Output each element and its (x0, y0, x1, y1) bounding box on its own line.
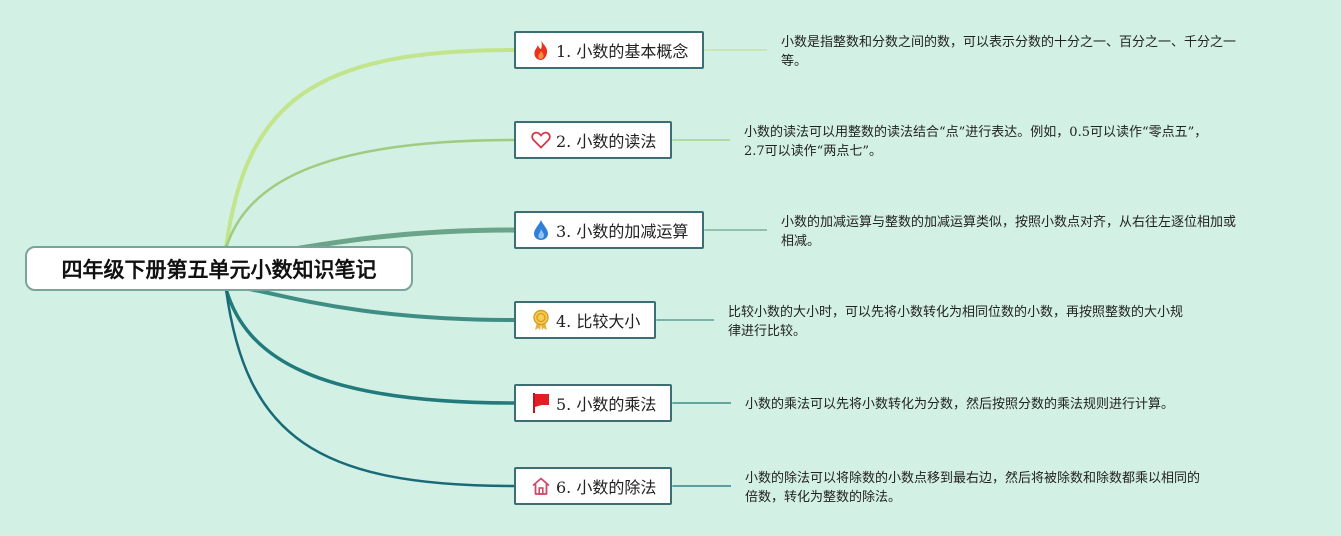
topic-label: 6. 小数的除法 (556, 478, 657, 497)
topic-label: 4. 比较大小 (556, 312, 641, 331)
branch-curve (224, 287, 516, 405)
note-line: 比较小数的大小时，可以先将小数转化为相同位数的小数，再按照整数的大小规 (728, 305, 1184, 320)
topic-compare[interactable]: 4. 比较大小 (514, 301, 657, 339)
note-add-subtract: 小数的加减运算与整数的加减运算类似，按照小数点对齐，从右往左逐位相加或 相减。 (781, 213, 1281, 251)
topic-label: 5. 小数的乘法 (556, 395, 657, 414)
note-line: 小数是指整数和分数之间的数，可以表示分数的十分之一、百分之一、千分之一 (781, 35, 1237, 50)
medal-icon (530, 309, 552, 331)
note-line: 小数的加减运算与整数的加减运算类似，按照小数点对齐，从右往左逐位相加或 (781, 215, 1237, 230)
branch-curve (224, 287, 516, 488)
water-drop-icon (530, 219, 552, 241)
topic-add-subtract[interactable]: 3. 小数的加减运算 (514, 211, 705, 249)
note-line: 等。 (781, 54, 808, 69)
note-line: 小数的除法可以将除数的小数点移到最右边，然后将被除数和除数都乘以相同的 (745, 471, 1201, 486)
topic-multiplication[interactable]: 5. 小数的乘法 (514, 384, 673, 422)
topic-division[interactable]: 6. 小数的除法 (514, 467, 673, 505)
note-line: 律进行比较。 (728, 324, 807, 339)
topic-label: 1. 小数的基本概念 (556, 42, 689, 61)
note-line: 小数的乘法可以先将小数转化为分数，然后按照分数的乘法规则进行计算。 (745, 397, 1175, 412)
red-flag-icon (530, 392, 552, 414)
heart-icon (530, 129, 552, 151)
topic-label: 2. 小数的读法 (556, 132, 657, 151)
branch-curve (224, 138, 516, 250)
root-topic[interactable]: 四年级下册第五单元小数知识笔记 (25, 246, 413, 291)
note-line: 倍数，转化为整数的除法。 (745, 490, 902, 505)
topic-label: 3. 小数的加减运算 (556, 222, 689, 241)
note-reading: 小数的读法可以用整数的读法结合“点”进行表达。例如，0.5可以读作“零点五”， … (744, 123, 1244, 161)
note-division: 小数的除法可以将除数的小数点移到最右边，然后将被除数和除数都乘以相同的 倍数，转… (745, 469, 1245, 507)
note-compare: 比较小数的大小时，可以先将小数转化为相同位数的小数，再按照整数的大小规 律进行比… (728, 303, 1228, 341)
home-icon (530, 475, 552, 497)
note-line: 2.7可以读作“两点七”。 (744, 144, 882, 159)
topic-basic-concept[interactable]: 1. 小数的基本概念 (514, 31, 705, 69)
fire-icon (530, 39, 552, 61)
branch-curve (224, 48, 516, 250)
note-multiplication: 小数的乘法可以先将小数转化为分数，然后按照分数的乘法规则进行计算。 (745, 395, 1245, 414)
topic-reading[interactable]: 2. 小数的读法 (514, 121, 673, 159)
root-topic-label: 四年级下册第五单元小数知识笔记 (61, 257, 377, 282)
note-line: 相减。 (781, 234, 821, 249)
branch-curve (224, 285, 516, 322)
note-basic-concept: 小数是指整数和分数之间的数，可以表示分数的十分之一、百分之一、千分之一 等。 (781, 33, 1281, 71)
note-line: 小数的读法可以用整数的读法结合“点”进行表达。例如，0.5可以读作“零点五”， (744, 125, 1208, 140)
